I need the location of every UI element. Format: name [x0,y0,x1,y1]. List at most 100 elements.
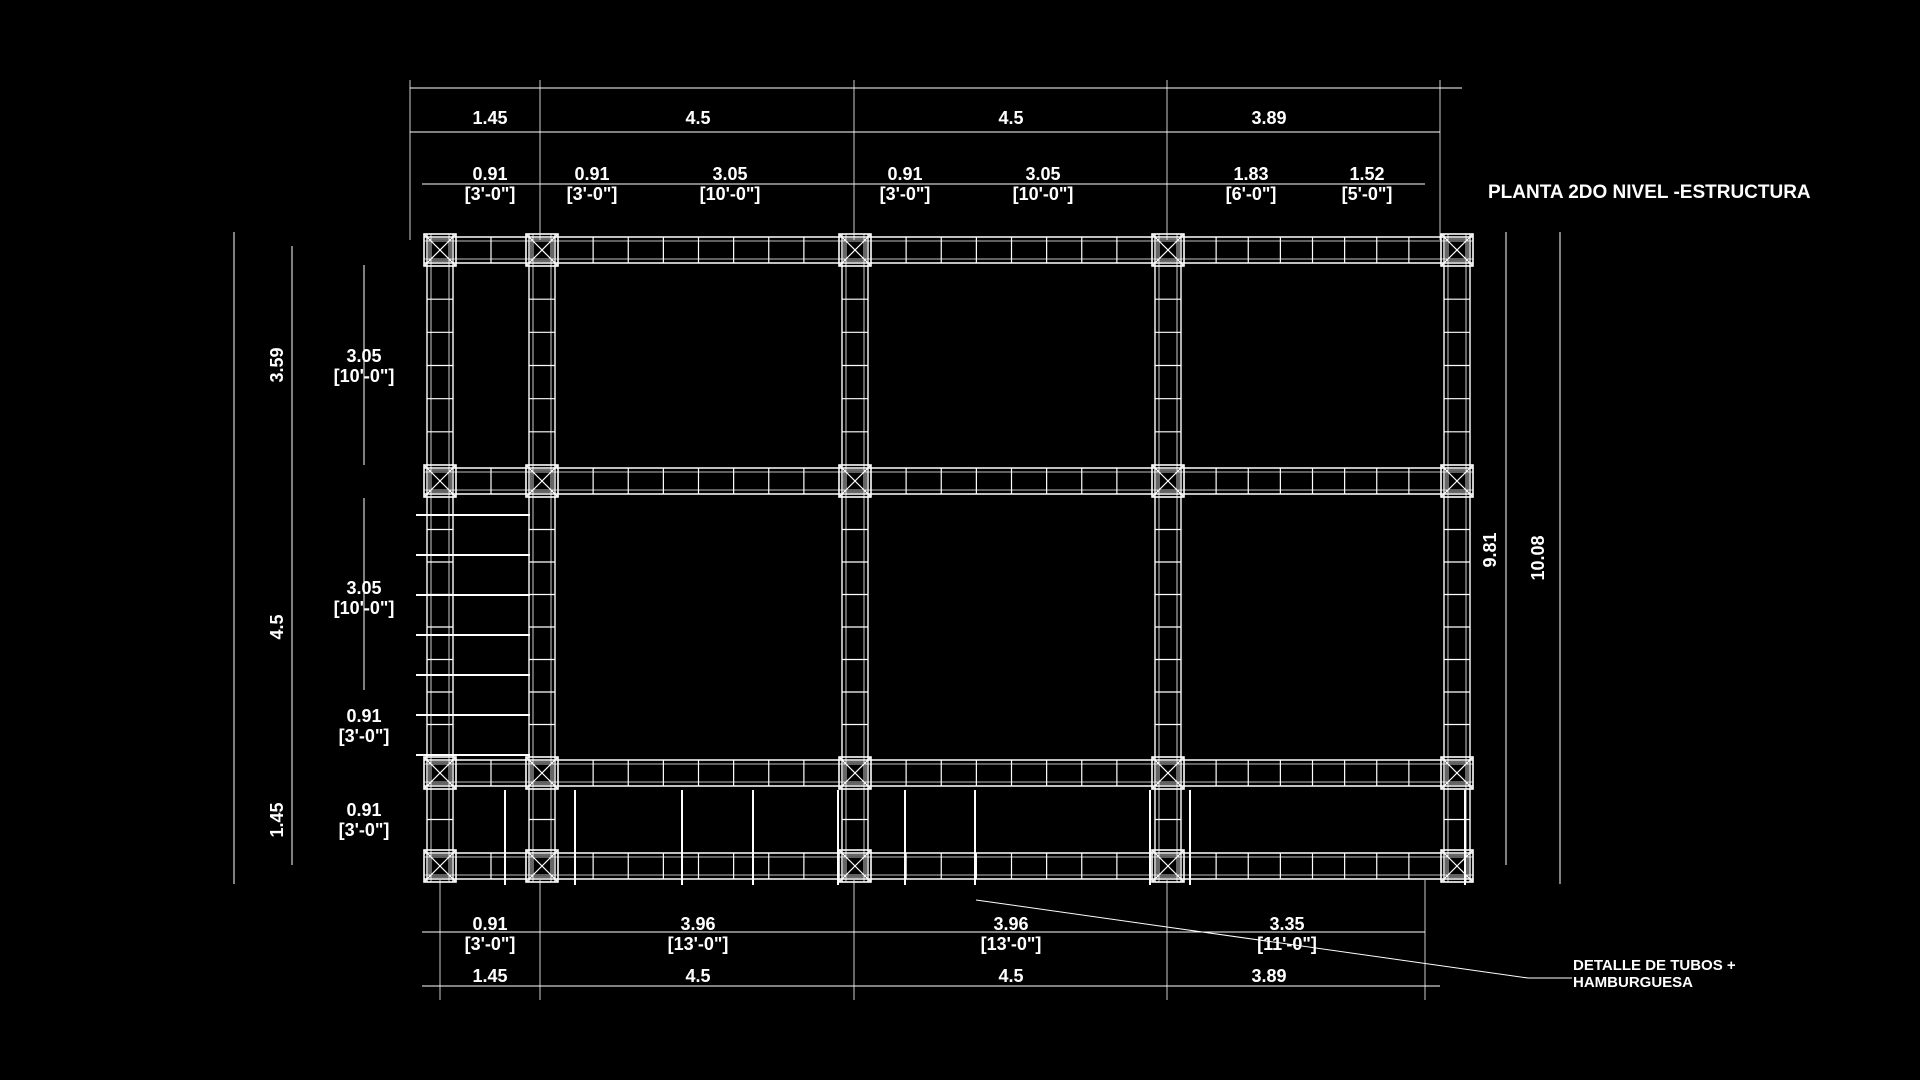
truss-node [525,233,559,267]
node-brace [423,756,457,790]
dim-bottom-sub-3-m: 3.96 [993,914,1028,934]
node-brace [1151,233,1185,267]
node-brace [838,849,872,883]
dim-right-1: 9.81 [1480,532,1500,567]
dim-left-sub-3-m: 0.91 [346,706,381,726]
truss-node [1151,756,1185,790]
node-brace [525,464,559,498]
truss-frame [416,234,1473,885]
dim-bottom-sub-2-ft: [13'-0"] [668,934,729,954]
note-line-2: HAMBURGUESA [1573,974,1693,991]
truss-node-inner [843,761,867,785]
dim-top-sub-1-m: 0.91 [472,164,507,184]
truss-node-inner [428,469,452,493]
dimension-lines [233,80,1561,1000]
dim-top-overall-1: 1.45 [472,108,507,128]
truss-node [1440,464,1474,498]
node-brace [838,756,872,790]
truss-node [525,756,559,790]
dim-bottom-sub-3-ft: [13'-0"] [981,934,1042,954]
dim-left-overall-1: 3.59 [267,347,287,382]
dim-bottom-overall-4: 3.89 [1251,966,1286,986]
dim-top-sub-5-m: 3.05 [1025,164,1060,184]
dim-top-sub-2-m: 0.91 [574,164,609,184]
dim-left-overall-2: 4.5 [267,614,287,639]
truss-node [1151,464,1185,498]
dim-left-sub-1-ft: [10'-0"] [334,366,395,386]
dim-bottom-sub-1-m: 0.91 [472,914,507,934]
dim-left-sub-2-m: 3.05 [346,578,381,598]
truss-node-inner [1156,469,1180,493]
dim-left-sub-3-ft: [3'-0"] [339,726,390,746]
dim-top-overall-2: 4.5 [685,108,710,128]
truss-node-inner [843,854,867,878]
dim-top-sub-7-ft: [5'-0"] [1342,184,1393,204]
truss-node-inner [530,238,554,262]
truss-node-inner [428,761,452,785]
node-brace [838,464,872,498]
truss-node-inner [1445,469,1469,493]
dim-left-overall-3: 1.45 [267,802,287,837]
truss-node-inner [1156,238,1180,262]
dim-top-overall-4: 3.89 [1251,108,1286,128]
dim-top-sub-4-ft: [3'-0"] [880,184,931,204]
dim-top-sub-4-m: 0.91 [887,164,922,184]
dim-left-sub-1-m: 3.05 [346,346,381,366]
dim-bottom-sub-2-m: 3.96 [680,914,715,934]
truss-node-inner [1445,854,1469,878]
truss-node-inner [1156,854,1180,878]
dim-top-sub-7-m: 1.52 [1349,164,1384,184]
truss-node [423,756,457,790]
truss-node-inner [1445,761,1469,785]
truss-node [1440,849,1474,883]
truss-node-inner [843,238,867,262]
truss-node-inner [530,854,554,878]
node-brace [525,849,559,883]
dim-top-sub-6-ft: [6'-0"] [1226,184,1277,204]
truss-node [1440,756,1474,790]
dim-top-sub-2-ft: [3'-0"] [567,184,618,204]
note-leader [975,899,1572,979]
truss-node-inner [530,761,554,785]
node-brace [525,756,559,790]
dim-bottom-overall-2: 4.5 [685,966,710,986]
truss-node-inner [1445,238,1469,262]
node-brace [423,233,457,267]
dim-left-sub-4-m: 0.91 [346,800,381,820]
node-brace [525,233,559,267]
dim-bottom-sub-4-m: 3.35 [1269,914,1304,934]
truss-node [525,849,559,883]
truss-node [525,464,559,498]
truss-node-inner [428,854,452,878]
dim-top-sub-5-ft: [10'-0"] [1013,184,1074,204]
node-brace [423,849,457,883]
node-brace [1440,849,1474,883]
truss-node [1151,233,1185,267]
node-brace [1440,756,1474,790]
node-brace [1440,464,1474,498]
node-brace [838,233,872,267]
truss-nodes [423,233,1474,883]
dim-top-overall-3: 4.5 [998,108,1023,128]
note-line-1: DETALLE DE TUBOS + [1573,957,1736,974]
dim-bottom-overall-3: 4.5 [998,966,1023,986]
node-brace [1151,756,1185,790]
truss-node [423,233,457,267]
truss-node [838,756,872,790]
truss-node-inner [843,469,867,493]
dim-top-sub-3-m: 3.05 [712,164,747,184]
dim-bottom-overall-1: 1.45 [472,966,507,986]
dim-bottom-sub-1-ft: [3'-0"] [465,934,516,954]
truss-node [838,464,872,498]
dim-top-sub-1-ft: [3'-0"] [465,184,516,204]
dim-bottom-sub-4-ft: [11'-0"] [1257,934,1317,954]
truss-node-inner [1156,761,1180,785]
dim-left-sub-4-ft: [3'-0"] [339,820,390,840]
truss-node [838,849,872,883]
node-brace [1440,233,1474,267]
node-brace [1151,464,1185,498]
truss-node [1440,233,1474,267]
truss-node [838,233,872,267]
drawing-title: PLANTA 2DO NIVEL -ESTRUCTURA [1488,182,1811,203]
